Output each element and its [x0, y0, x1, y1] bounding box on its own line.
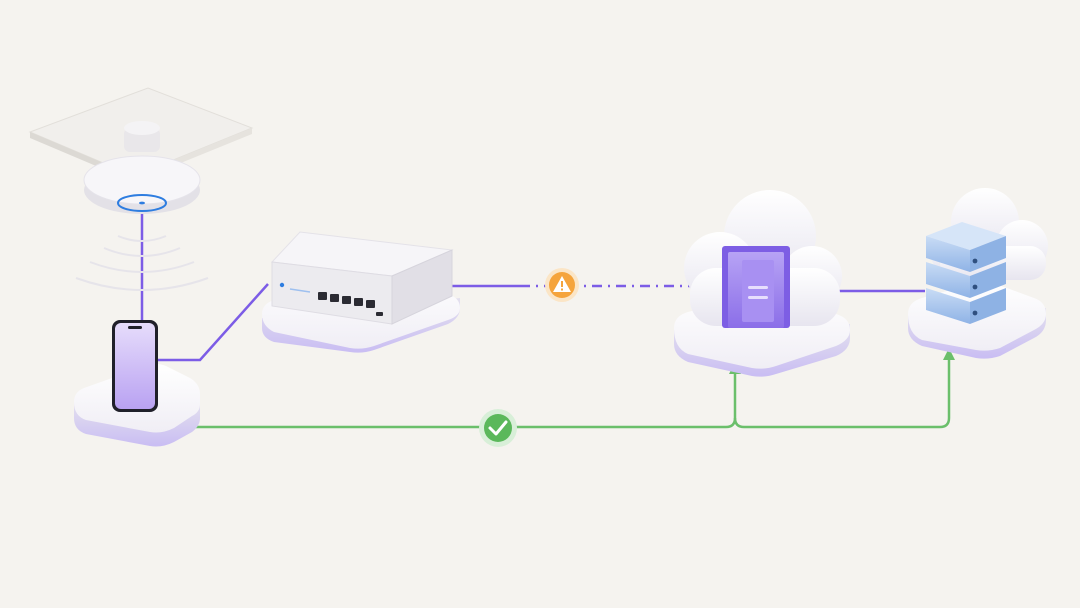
ok-status [479, 409, 517, 447]
check-icon [488, 420, 508, 436]
smartphone-station [74, 320, 200, 447]
ethernet-ports [318, 292, 375, 308]
cloud-server-icon [926, 188, 1048, 324]
network-switch-icon [270, 231, 454, 325]
arrow-head-server [943, 348, 955, 360]
cloud-server-station [908, 188, 1048, 359]
access-point-led-ring [117, 194, 167, 212]
server-stack [926, 222, 1006, 324]
connection-phone-cloud-ok [182, 372, 737, 429]
connection-branch-server-ok [733, 358, 951, 429]
cloud-gateway-icon [684, 190, 842, 328]
status-led [279, 282, 285, 288]
warning-icon [553, 276, 571, 292]
connection-phone-switch [156, 283, 269, 362]
network-switch-station [262, 231, 460, 353]
warning-status [545, 268, 579, 302]
wifi-signal-icon [75, 235, 209, 291]
ceiling-access-point [28, 87, 254, 214]
cloud-gateway-station [674, 190, 850, 377]
